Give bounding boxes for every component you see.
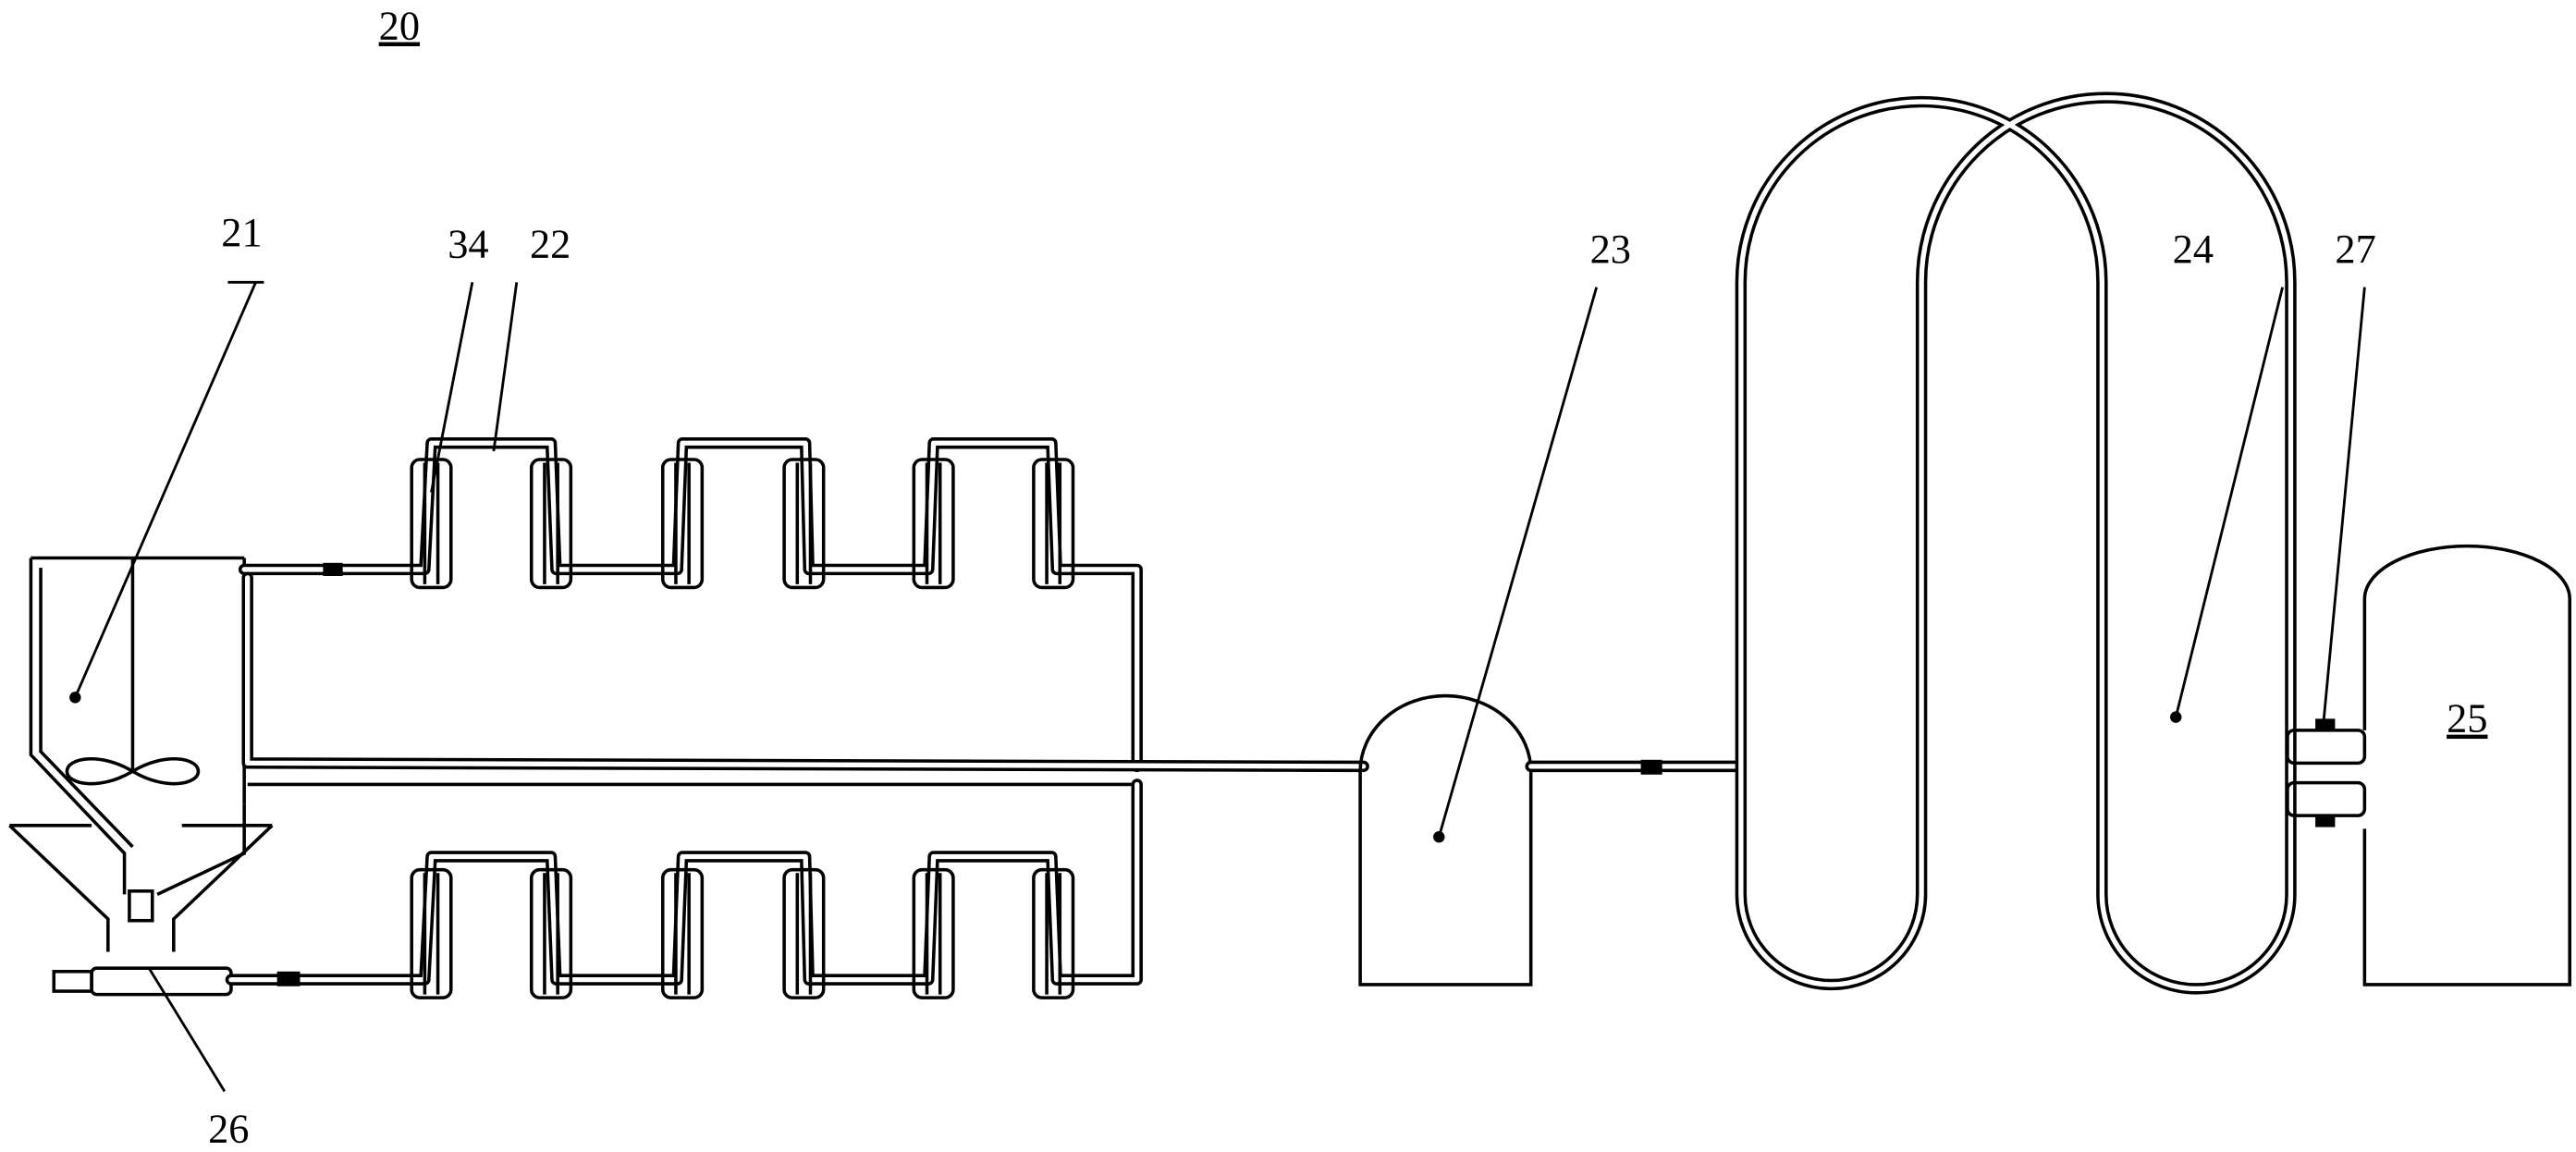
serpentine-pipe (1735, 92, 2297, 995)
buffer-tank (1358, 693, 1533, 987)
mixing-tank (8, 556, 274, 952)
valve-icon (2315, 815, 2336, 827)
label-22: 22 (530, 221, 570, 267)
lower-pipeline (225, 778, 1143, 999)
label-23: 23 (1590, 226, 1631, 272)
leader-lines (74, 280, 2366, 1093)
hopper-valve-icon (128, 889, 154, 923)
label-27: 27 (2335, 226, 2375, 272)
figure-number: 20 (379, 3, 420, 49)
middle-pipeline (241, 571, 1369, 787)
hopper (8, 824, 274, 952)
label-24: 24 (2173, 226, 2214, 272)
valve-icon (323, 562, 343, 576)
label-25: 25 (2447, 695, 2487, 741)
valve-assembly (2286, 718, 2367, 827)
label-21: 21 (221, 209, 262, 255)
valve-icon (276, 971, 301, 987)
storage-tank (2362, 544, 2571, 987)
outlet-pipe (52, 966, 233, 997)
upper-pipeline (238, 437, 1143, 773)
agitator-blade-icon (65, 757, 201, 786)
valve-icon (2315, 718, 2336, 730)
label-26: 26 (208, 1105, 249, 1151)
valve-icon (1640, 759, 1662, 775)
label-34: 34 (448, 221, 488, 267)
